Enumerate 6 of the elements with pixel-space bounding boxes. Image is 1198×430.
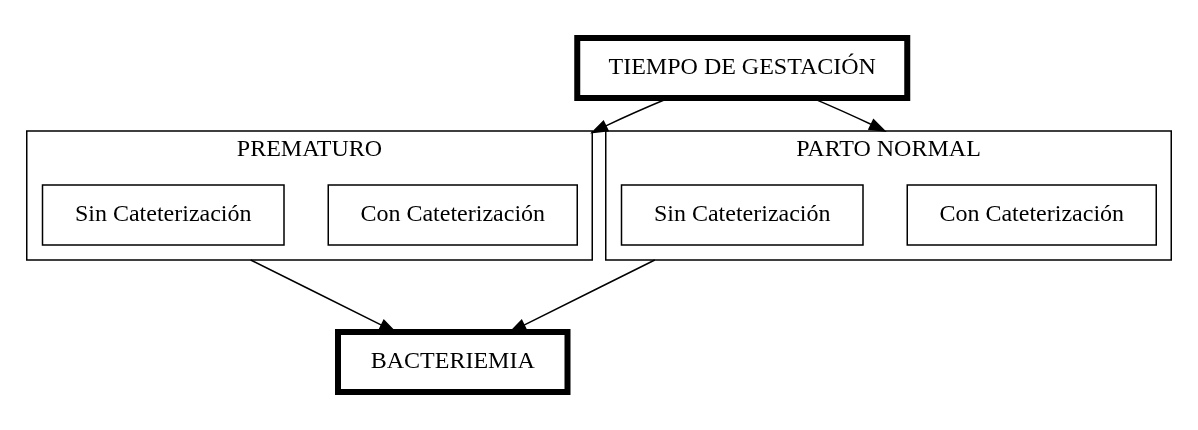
node-box: BACTERIEMIA xyxy=(335,329,571,395)
node-box: Sin Cateterización xyxy=(620,184,864,246)
node-box: Con Cateterización xyxy=(906,184,1157,246)
node-box: TIEMPO DE GESTACIÓN xyxy=(574,35,911,101)
node-box: Con Cateterización xyxy=(327,184,578,246)
node-box: Sin Cateterización xyxy=(41,184,285,246)
